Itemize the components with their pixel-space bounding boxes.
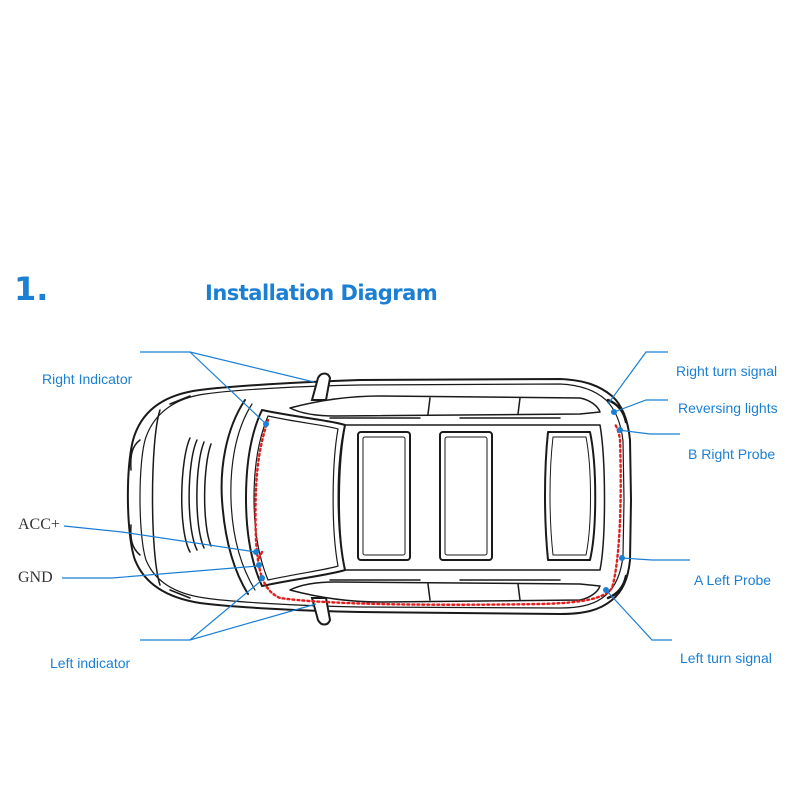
label-right-indicator: Right Indicator: [42, 371, 133, 387]
point-a-left-probe: [619, 555, 625, 561]
sunroof-front: [357, 431, 411, 561]
label-a-left-probe: A Left Probe: [694, 572, 772, 588]
mirrors: [310, 372, 332, 626]
front-grille: [181, 437, 212, 553]
hood-outline: [220, 399, 249, 595]
car-body-outline: [126, 378, 632, 615]
leader-lines: [62, 351, 690, 641]
sunroof-middle: [439, 431, 493, 561]
roof-outline: [337, 424, 606, 571]
point-right-indicator: [263, 421, 269, 427]
point-left-turn: [603, 587, 609, 593]
diagram-title: Installation Diagram: [205, 281, 438, 305]
side-window-left: [289, 581, 601, 603]
red-wiring: [254, 418, 622, 606]
label-acc-plus: ACC+: [18, 516, 60, 533]
left-mirror: [310, 597, 332, 626]
windshield: [245, 409, 346, 587]
label-left-indicator: Left indicator: [50, 655, 131, 671]
label-gnd: GND: [18, 569, 53, 586]
point-left-indicator: [259, 575, 265, 581]
label-b-right-probe: B Right Probe: [688, 446, 776, 462]
point-b-right-probe: [617, 427, 623, 433]
right-mirror: [310, 372, 332, 401]
step-number: 1.: [14, 270, 49, 308]
point-gnd: [256, 562, 262, 568]
rear-window: [544, 431, 597, 561]
label-reversing-lights: Reversing lights: [678, 400, 778, 416]
point-reversing: [611, 409, 617, 415]
side-window-right: [289, 395, 601, 417]
point-acc: [253, 549, 259, 555]
car-top-view: [126, 378, 632, 615]
connection-points: [253, 409, 625, 593]
label-left-turn-signal: Left turn signal: [680, 650, 772, 666]
label-right-turn-signal: Right turn signal: [676, 363, 778, 379]
